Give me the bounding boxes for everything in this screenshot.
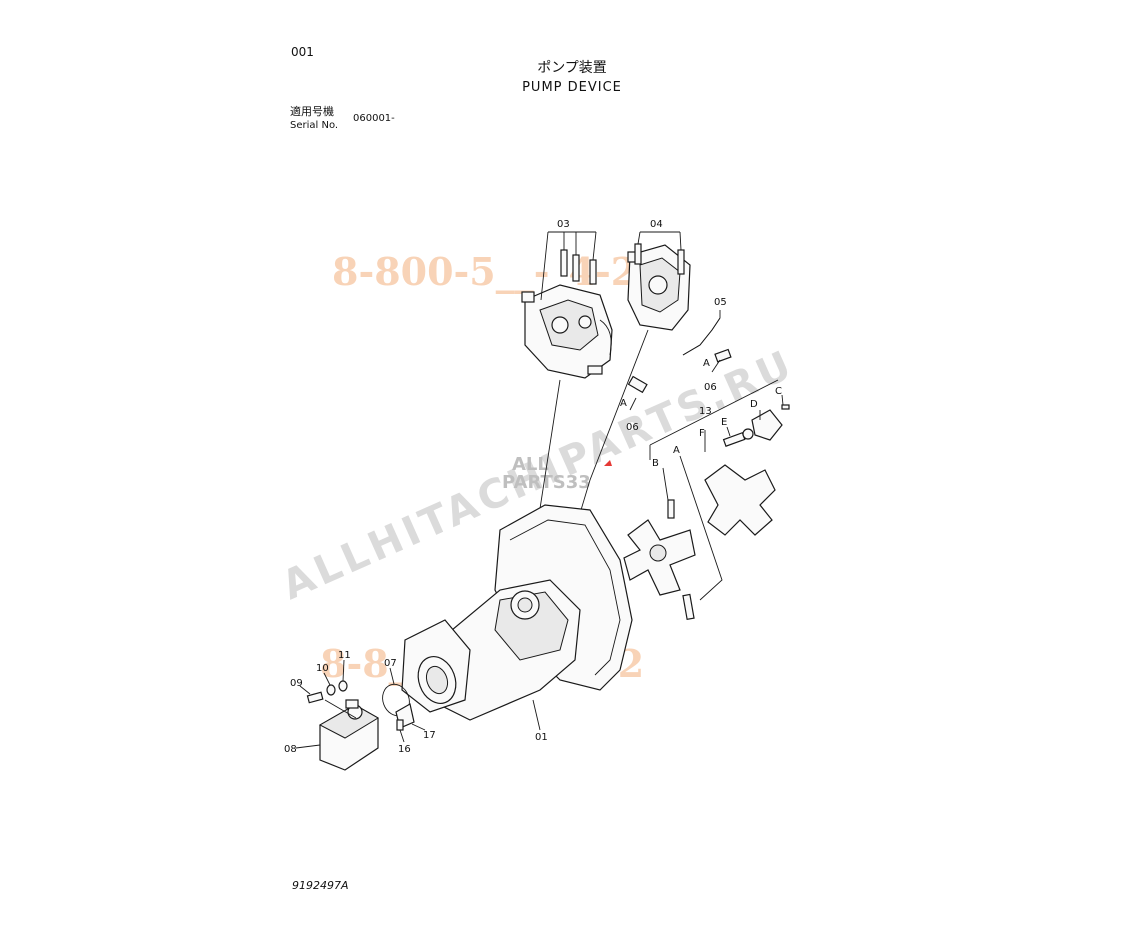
pipe-05 (682, 317, 721, 356)
callout-ref-a-right: A (703, 358, 710, 369)
callout-10: 10 (316, 663, 329, 674)
coupling-hub (623, 519, 696, 596)
leader-16 (399, 729, 405, 743)
title-english: PUMP DEVICE (522, 80, 622, 95)
coupling-element (704, 464, 776, 536)
leader-bolt-to-pump (324, 699, 357, 719)
callout-06-right: 06 (704, 382, 717, 393)
bolt-e (722, 428, 754, 447)
pin-16 (396, 719, 404, 731)
callout-11: 11 (338, 650, 351, 661)
leader-11 (342, 659, 345, 682)
bolts-03 (540, 231, 597, 301)
callout-ref-a-lower: A (673, 445, 680, 456)
setscrew-b (667, 499, 675, 519)
leader-10 (323, 672, 331, 686)
regulator-right (627, 231, 691, 331)
callout-06-left: 06 (626, 422, 639, 433)
regulator-left (521, 284, 613, 379)
callout-ref-d: D (750, 399, 758, 410)
washer-11 (338, 680, 348, 692)
gear-pump-08 (295, 699, 379, 771)
main-pump-body (401, 579, 581, 731)
callout-ref-c: C (775, 386, 782, 397)
callout-03: 03 (557, 219, 570, 230)
watermark-logo-bottom: PARTS33 (502, 472, 591, 493)
document-number: 9192497A (292, 879, 349, 892)
watermark-phone-top: 8-800-5__-_4-22 (332, 249, 664, 294)
callout-09: 09 (290, 678, 303, 689)
watermark-logo-top: ALL (512, 454, 549, 475)
fitting-06-left (627, 375, 648, 411)
bolt-lower (682, 593, 695, 621)
sheet-number: 001 (291, 45, 314, 59)
red-marker-icon (604, 460, 612, 466)
callout-13: 13 (699, 406, 712, 417)
callout-01: 01 (535, 732, 548, 743)
serial-label-english: Serial No. (290, 120, 339, 131)
callout-ref-a-left: A (620, 398, 627, 409)
title-japanese: ポンプ装置 (537, 60, 607, 76)
leader-group-top (649, 379, 779, 446)
callout-16: 16 (398, 744, 411, 755)
leaders-coupling-letters (704, 394, 784, 452)
serial-label-japanese: 適用号機 (290, 105, 334, 118)
callout-08: 08 (284, 744, 297, 755)
callout-17: 17 (423, 730, 436, 741)
bolt-09 (299, 685, 324, 704)
callout-04: 04 (650, 219, 663, 230)
serial-number-value: 060001- (353, 113, 395, 124)
coupling-insert-d (751, 409, 783, 441)
callout-07: 07 (384, 658, 397, 669)
pipe-05-inner (682, 317, 721, 356)
leaders-coupling-lower (649, 445, 723, 601)
callout-ref-b: B (652, 458, 659, 469)
leader-07 (389, 667, 395, 685)
pin-c (781, 404, 790, 410)
fitting-06-right (711, 348, 732, 373)
callout-ref-f: F (699, 428, 705, 439)
callout-05: 05 (714, 297, 727, 308)
washer-10 (326, 684, 336, 696)
leader-17 (411, 723, 426, 731)
callout-ref-e: E (721, 417, 727, 428)
